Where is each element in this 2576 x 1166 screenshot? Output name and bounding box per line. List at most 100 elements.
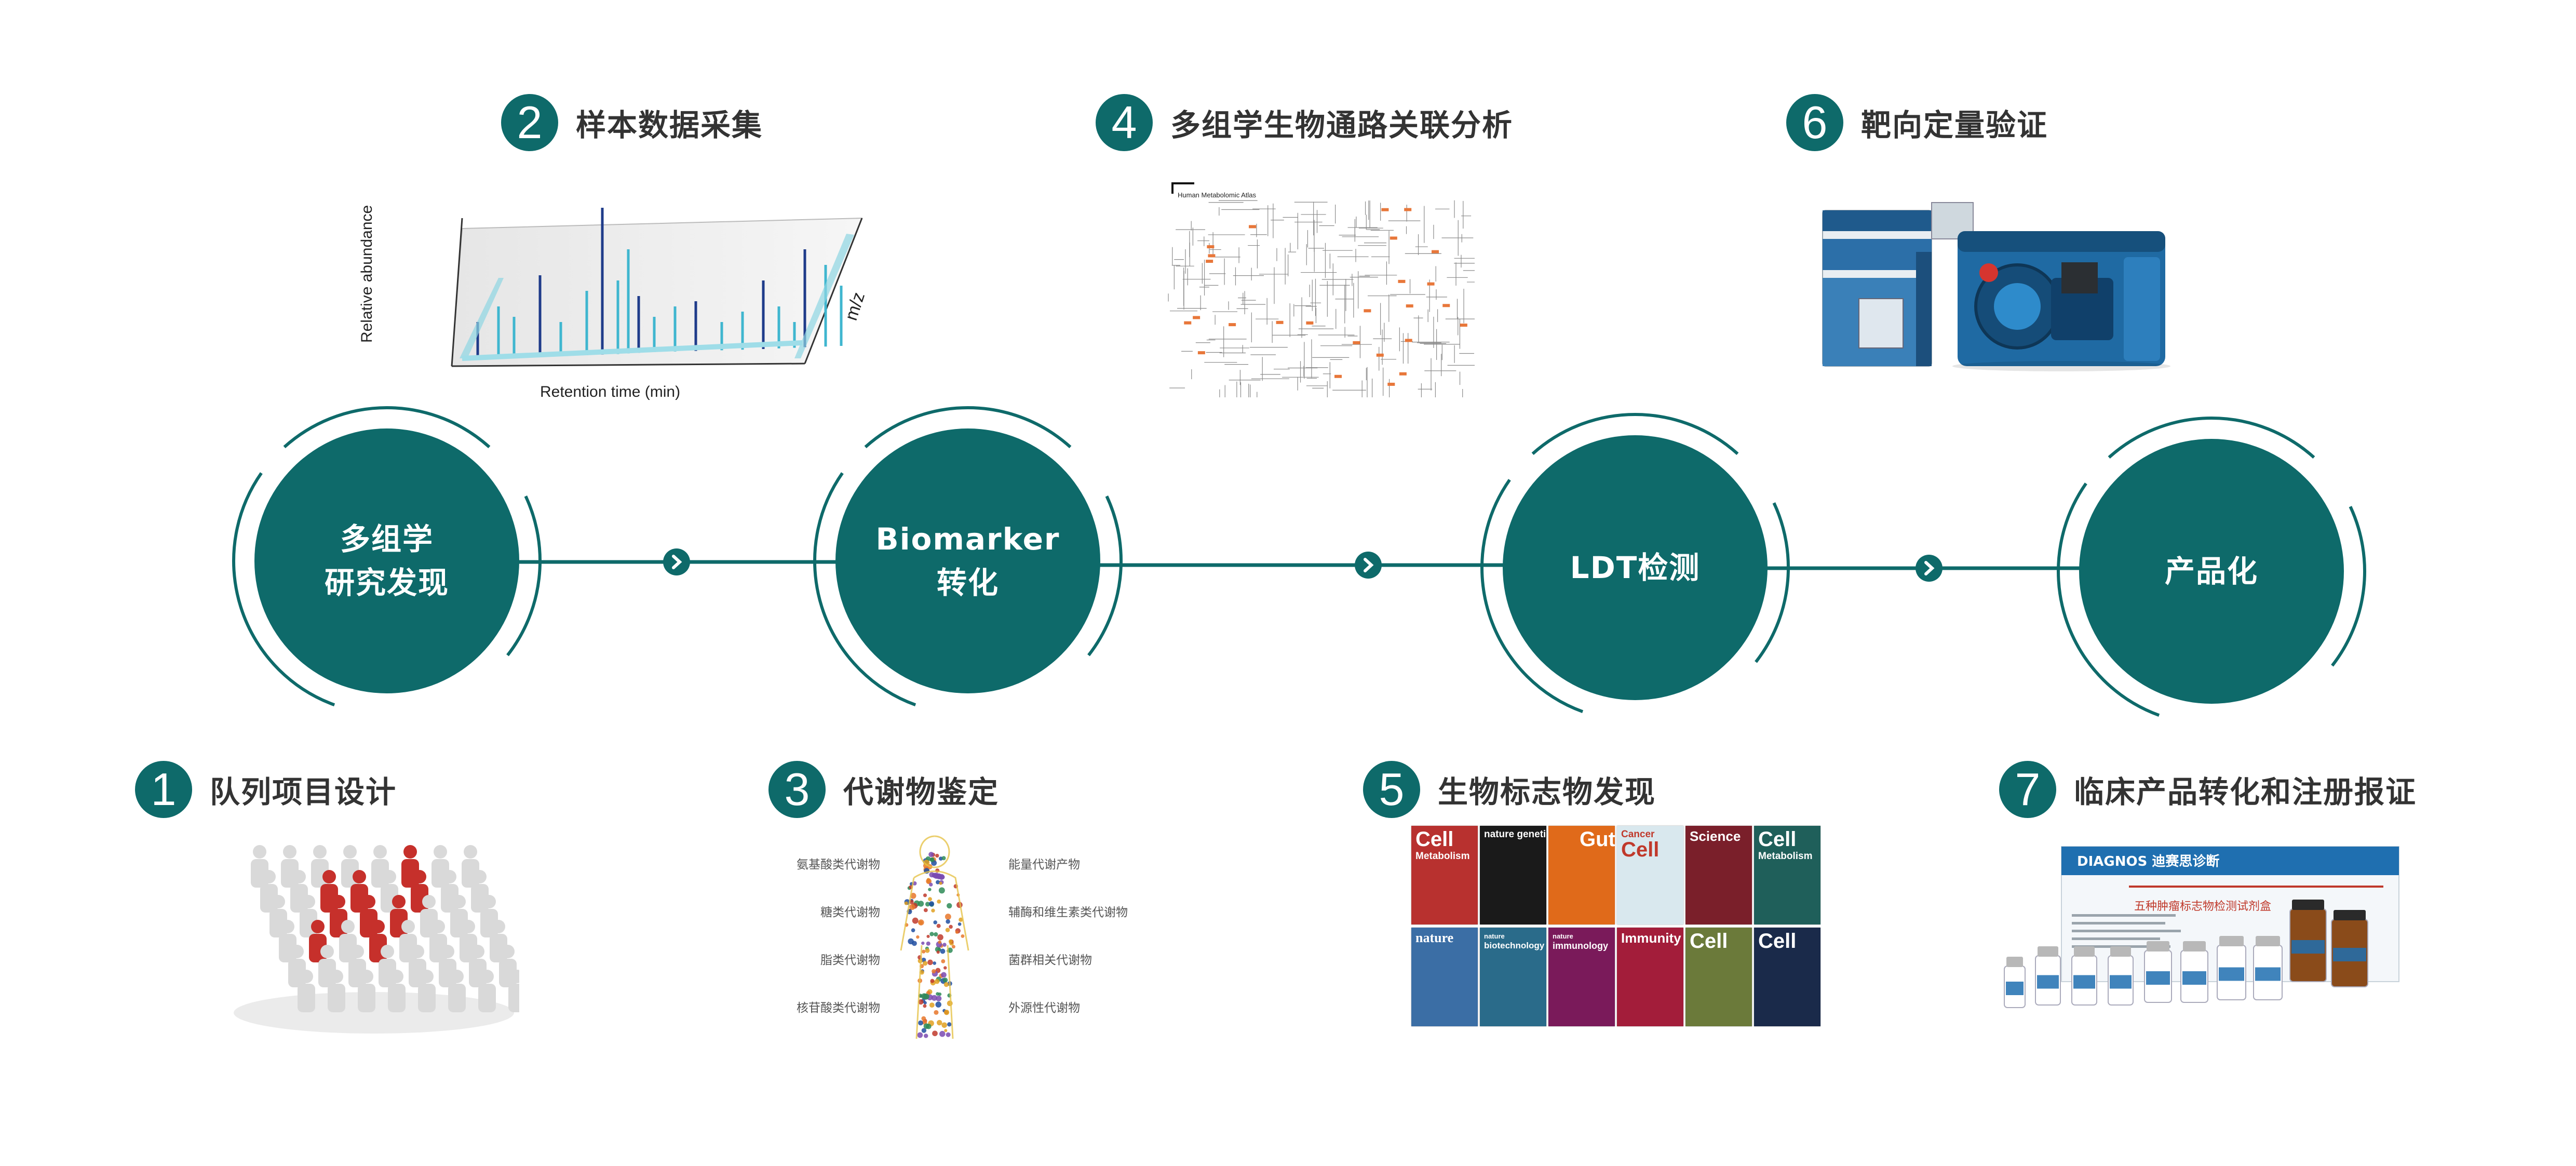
person-figure	[478, 970, 496, 1012]
metabolite-dot	[921, 941, 925, 945]
metabolite-dot	[926, 934, 930, 938]
crowd-figures	[251, 845, 519, 1012]
metabolite-dot	[931, 995, 937, 1001]
journal-cover: nature	[1411, 928, 1478, 1026]
vial	[2331, 910, 2368, 987]
chevron-right-icon	[1355, 552, 1382, 579]
pathway-node	[1387, 382, 1395, 386]
person-body	[298, 984, 315, 1012]
person-head	[492, 920, 505, 933]
chromatogram-illustration	[451, 208, 863, 367]
person-head	[322, 870, 336, 883]
connectors	[517, 560, 2082, 570]
vial-label	[2073, 975, 2095, 989]
vial-label	[2255, 967, 2281, 981]
metabolite-dot	[934, 1010, 939, 1015]
metabolite-dot	[928, 852, 934, 857]
metabolite-dot	[941, 856, 946, 861]
person-figure	[328, 970, 345, 1012]
vial-label	[2110, 975, 2132, 989]
vial-cap	[2006, 957, 2023, 967]
person-head	[413, 870, 426, 883]
metabolite-dot	[941, 959, 946, 963]
stage-circles	[254, 428, 2344, 704]
metabolite-dot	[923, 994, 929, 1000]
vial-cap	[2292, 900, 2324, 910]
person-head	[262, 870, 276, 883]
stage-arc	[2331, 506, 2366, 667]
metabolite-dot	[928, 897, 932, 902]
step-title: 生物标志物发现	[1438, 774, 1656, 810]
person-head	[464, 845, 477, 859]
pathway-node	[1353, 341, 1360, 344]
vial-label	[2182, 971, 2206, 985]
step-title: 样本数据采集	[576, 108, 763, 143]
pathway-node	[1364, 309, 1371, 313]
vial-label	[2006, 982, 2024, 995]
chevron-glyph	[1924, 561, 1935, 575]
step-5-heading: 5 生物标志物发现	[1363, 761, 1656, 818]
metabolite-dot	[925, 1023, 932, 1029]
chevron-right-icon	[1916, 555, 1943, 582]
vial-cap	[2147, 941, 2169, 951]
pathway-node	[1229, 323, 1236, 327]
pathway-node	[1405, 339, 1412, 342]
person-head	[300, 970, 313, 983]
metabolite-dot	[945, 928, 950, 932]
stage-arc	[1755, 502, 1790, 663]
pathway-node	[1208, 254, 1216, 258]
person-head	[501, 945, 515, 958]
stage-label-multiomics: 多组学研究发现	[324, 521, 450, 600]
journal-cover: Cell	[1754, 928, 1820, 1026]
metabolite-dot	[933, 920, 937, 924]
metabolite-dot	[904, 901, 908, 905]
person-head	[320, 945, 334, 958]
stage-arc	[864, 406, 1072, 449]
chromatogram-peaks	[476, 208, 843, 358]
pathway-node	[1306, 321, 1314, 325]
person-head	[510, 970, 519, 983]
person-head	[330, 970, 343, 983]
vial-label	[2037, 975, 2059, 989]
vial	[2217, 936, 2246, 1000]
person-head	[462, 920, 475, 933]
metabolite-dot	[936, 995, 942, 1001]
step-title: 代谢物鉴定	[843, 774, 1000, 810]
metabolite-label: 氨基酸类代谢物	[797, 858, 880, 872]
step-number-badge: 7	[1999, 761, 2056, 818]
chevron-right-icon	[663, 548, 690, 575]
person-head	[332, 895, 345, 908]
metabolite-dot	[936, 1020, 942, 1026]
step-title: 靶向定量验证	[1861, 108, 2048, 143]
step-number-badge: 4	[1096, 94, 1153, 151]
metabolite-dot	[947, 1000, 953, 1007]
metabolite-dot	[945, 914, 951, 920]
person-head	[420, 970, 434, 983]
step-number-badge: 5	[1363, 761, 1420, 818]
metabolite-label: 能量代谢产物	[1008, 858, 1080, 872]
person-head	[362, 895, 375, 908]
metabolite-dot	[937, 947, 941, 951]
pathway-node	[1406, 304, 1413, 308]
step-6-heading: 6 靶向定量验证	[1786, 94, 2048, 151]
metabolite-dot	[938, 940, 941, 944]
kit-brand: DIAGNOS 迪赛思诊断	[2077, 854, 2220, 869]
metabolite-dot	[926, 941, 930, 946]
reagent-vials	[2004, 900, 2368, 1008]
step-7-heading: 7 临床产品转化和注册报证	[1999, 761, 2417, 818]
person-head	[441, 945, 454, 958]
person-head	[353, 870, 366, 883]
metabolite-dot	[948, 939, 953, 944]
person-head	[471, 945, 484, 958]
pathway-node	[1193, 316, 1201, 319]
metabolite-dot	[912, 917, 919, 924]
stage-label-product: 产品化	[2164, 554, 2259, 589]
vial-cap	[2183, 941, 2206, 951]
pathway-node	[1376, 353, 1384, 357]
vial	[2144, 941, 2172, 1003]
person-head	[343, 845, 357, 859]
metabolite-dot	[911, 928, 915, 932]
